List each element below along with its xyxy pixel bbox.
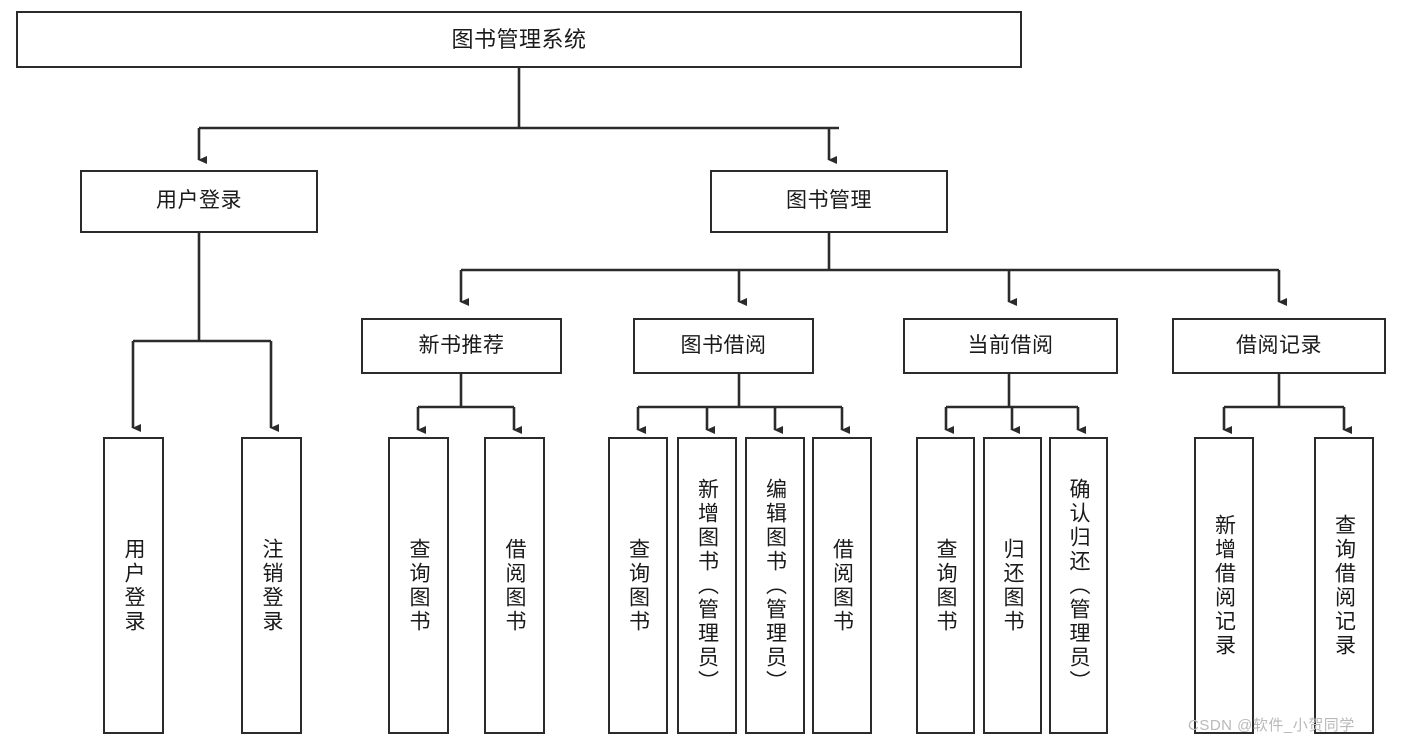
- leaf-logout-login[interactable]: 注销登录: [241, 437, 302, 734]
- node-user-login[interactable]: 用户登录: [80, 170, 318, 233]
- node-label: 新增借阅记录: [1212, 513, 1236, 658]
- node-label: 借阅图书: [503, 537, 526, 634]
- leaf-query-book-current[interactable]: 查询图书: [916, 437, 975, 734]
- node-label: 注销登录: [260, 537, 283, 634]
- node-label: 新增图书（管理员）: [695, 477, 719, 694]
- node-label: 借阅记录: [1236, 333, 1322, 357]
- leaf-confirm-return[interactable]: 确认归还（管理员）: [1049, 437, 1108, 734]
- leaf-return-book[interactable]: 归还图书: [983, 437, 1042, 734]
- node-label: 查询借阅记录: [1332, 513, 1356, 658]
- node-label: 查询图书: [934, 537, 957, 634]
- leaf-edit-book[interactable]: 编辑图书（管理员）: [745, 437, 805, 734]
- leaf-query-borrow-record[interactable]: 查询借阅记录: [1314, 437, 1374, 734]
- node-borrow-record[interactable]: 借阅记录: [1172, 318, 1386, 374]
- node-root-system[interactable]: 图书管理系统: [16, 11, 1022, 68]
- leaf-query-book-recommend[interactable]: 查询图书: [388, 437, 449, 734]
- csdn-watermark: CSDN @软件_小贺同学: [1188, 717, 1355, 734]
- node-label: 借阅图书: [830, 537, 854, 634]
- leaf-borrow-book[interactable]: 借阅图书: [812, 437, 872, 734]
- leaf-query-book-borrow[interactable]: 查询图书: [608, 437, 668, 734]
- node-book-borrow[interactable]: 图书借阅: [633, 318, 814, 374]
- node-label: 用户登录: [122, 537, 145, 634]
- leaf-add-book[interactable]: 新增图书（管理员）: [677, 437, 737, 734]
- leaf-user-login[interactable]: 用户登录: [103, 437, 164, 734]
- node-label: 编辑图书（管理员）: [763, 477, 787, 694]
- node-label: 用户登录: [156, 189, 242, 213]
- node-label: 确认归还（管理员）: [1067, 477, 1090, 694]
- node-label: 图书借阅: [680, 333, 767, 357]
- node-label: 当前借阅: [967, 333, 1054, 357]
- node-label: 归还图书: [1001, 537, 1024, 634]
- node-label: 图书管理系统: [451, 26, 587, 52]
- node-label: 新书推荐: [418, 333, 505, 357]
- node-book-manage[interactable]: 图书管理: [710, 170, 948, 233]
- leaf-add-borrow-record[interactable]: 新增借阅记录: [1194, 437, 1254, 734]
- node-label: 图书管理: [786, 189, 872, 213]
- node-label: 查询图书: [407, 537, 430, 634]
- node-label: 查询图书: [626, 537, 650, 634]
- node-new-book-recommend[interactable]: 新书推荐: [361, 318, 562, 374]
- node-current-borrow[interactable]: 当前借阅: [903, 318, 1118, 374]
- leaf-borrow-book-recommend[interactable]: 借阅图书: [484, 437, 545, 734]
